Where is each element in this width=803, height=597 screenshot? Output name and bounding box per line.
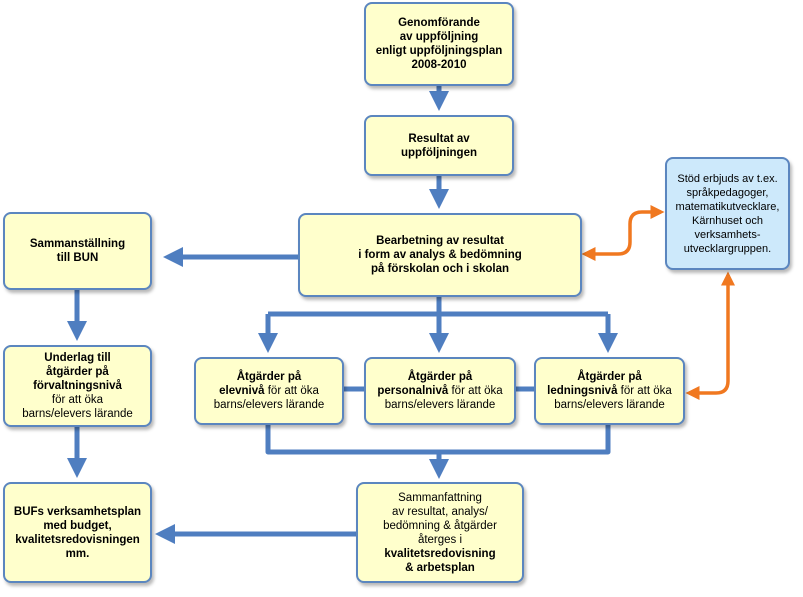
box-underlag: Underlag till åtgärder på förvaltningsni… <box>3 345 152 427</box>
bufs-line-1: BUFs verksamhetsplan <box>13 505 142 518</box>
box-bufs: BUFs verksamhetsplan med budget, kvalite… <box>3 482 152 583</box>
personalniva-line-3: barns/elevers lärande <box>384 399 496 411</box>
resultat-line-2: uppföljningen <box>400 146 477 159</box>
box-sammanstallning: Sammanställning till BUN <box>3 212 152 290</box>
elevniva-line-3: barns/elevers lärande <box>213 399 325 411</box>
ledningsniva-title: Åtgärder på <box>577 371 642 383</box>
bufs-line-3: kvalitetsredovisningen <box>15 533 140 546</box>
genomforande-line-3: enligt uppföljningsplan <box>375 45 503 57</box>
stod-line-4: Kärnhuset och <box>692 214 763 227</box>
arrow-ledning-stod <box>685 271 735 400</box>
box-ledningsniva: Åtgärder på ledningsnivå för att öka bar… <box>534 357 685 425</box>
bufs-line-2: med budget, <box>43 519 112 532</box>
stod-line-2: språkpedagoger, <box>686 186 769 199</box>
stod-line-3: matematikutvecklare, <box>675 200 780 213</box>
ledningsniva-line-3: barns/elevers lärande <box>554 399 665 411</box>
box-bearbetning: Bearbetning av resultat i form av analys… <box>298 213 582 297</box>
sammanfattning-line-5: kvalitetsredovisning <box>384 547 496 560</box>
sammanstallning-line-2: till BUN <box>56 252 99 264</box>
sammanfattning-line-1: Sammanfattning <box>398 491 482 504</box>
elevniva-rest: för att öka <box>264 385 319 397</box>
branch-connector <box>268 296 608 317</box>
elevniva-title: Åtgärder på <box>236 371 302 383</box>
ledningsniva-rest: för att öka <box>617 385 672 397</box>
personalniva-level: personalnivå <box>377 385 449 397</box>
underlag-line-2: åtgärder på <box>46 366 109 378</box>
genomforande-line-1: Genomförande <box>398 17 480 29</box>
personalniva-line-2: personalnivå för att öka <box>377 384 502 398</box>
merge-connector <box>265 424 611 455</box>
ledningsniva-line-2: ledningsnivå för att öka <box>547 384 672 398</box>
stod-line-5: verksamhets- <box>694 228 761 241</box>
stod-line-1: Stöd erbjuds av t.ex. <box>677 172 778 185</box>
sammanfattning-line-2: av resultat, analys/ <box>392 505 488 518</box>
sammanfattning-line-3: bedömning & åtgärder <box>383 519 497 532</box>
box-resultat: Resultat av uppföljningen <box>364 115 514 176</box>
ledningsniva-level: ledningsnivå <box>547 385 618 397</box>
bufs-line-4: mm. <box>65 547 90 560</box>
arrow-bearbetning-stod <box>581 205 665 261</box>
personalniva-title: Åtgärder på <box>407 371 473 383</box>
underlag-line-4: för att öka <box>51 394 104 406</box>
box-stod: Stöd erbjuds av t.ex. språkpedagoger, ma… <box>665 157 790 270</box>
sammanstallning-line-1: Sammanställning <box>29 238 126 250</box>
box-elevniva: Åtgärder på elevnivå för att öka barns/e… <box>194 357 344 425</box>
underlag-line-1: Underlag till <box>44 352 111 364</box>
bearbetning-line-3: på förskolan och i skolan <box>370 263 510 275</box>
stod-line-6: utvecklargruppen. <box>683 242 772 255</box>
box-personalniva: Åtgärder på personalnivå för att öka bar… <box>364 357 516 425</box>
bearbetning-line-2: i form av analys & bedömning <box>358 249 522 261</box>
personalniva-rest: för att öka <box>448 385 503 397</box>
genomforande-line-4: 2008-2010 <box>411 59 467 71</box>
sammanfattning-line-6: & arbetsplan <box>405 561 475 574</box>
elevniva-level: elevnivå <box>219 385 265 397</box>
bearbetning-line-1: Bearbetning av resultat <box>376 235 504 247</box>
box-genomforande: Genomförande av uppföljning enligt uppfö… <box>364 2 514 86</box>
underlag-line-3: förvaltningsnivå <box>33 380 122 392</box>
elevniva-line-2: elevnivå för att öka <box>219 384 319 398</box>
resultat-line-1: Resultat av <box>408 132 470 145</box>
sammanfattning-line-4: återges i <box>417 533 463 546</box>
box-sammanfattning: Sammanfattning av resultat, analys/ bedö… <box>356 482 524 583</box>
underlag-line-5: barns/elevers lärande <box>22 408 133 420</box>
genomforande-line-2: av uppföljning <box>399 31 479 43</box>
